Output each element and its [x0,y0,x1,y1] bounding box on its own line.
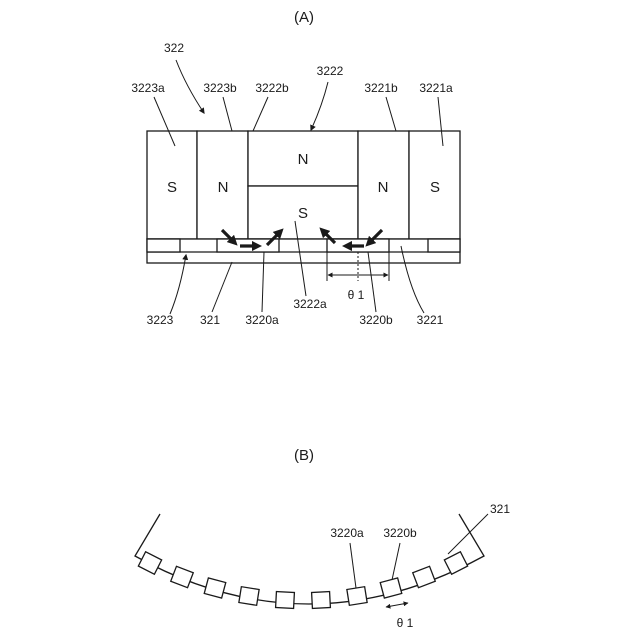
label-3220a-b: 3220a [330,526,364,540]
figure-b: (B) 321 3220a 3220b θ 1 [135,447,510,630]
label-3220b: 3220b [359,313,393,327]
arc-slot [171,566,194,587]
leader-3223 [170,255,186,314]
arc-body-outline [135,514,484,604]
label-321: 321 [200,313,220,327]
label-3220a: 3220a [245,313,279,327]
label-3222b: 3222b [255,81,289,95]
leader-3222b [253,97,268,131]
label-3223a: 3223a [131,81,165,95]
figure-b-title: (B) [294,447,314,464]
label-3221: 3221 [417,313,444,327]
leader-3222 [311,82,328,130]
arc-slot [204,578,226,598]
theta-label-a: θ 1 [348,288,365,302]
arc-slot [239,587,259,606]
back-plate [147,239,460,263]
arc-slot [312,592,331,609]
pole-3222b: N [298,151,309,168]
theta-label-b: θ 1 [397,616,414,630]
label-321-b: 321 [490,502,510,516]
slot-right-end [428,239,460,252]
figure-a-title: (A) [294,9,314,26]
leader-322 [176,60,204,113]
theta-dimension-b [386,603,408,607]
leader-321-b [448,514,488,554]
leader-3223b [223,97,232,131]
pole-3221b: N [378,179,389,196]
leader-3221b [386,97,396,131]
pole-3223b: N [218,179,229,196]
arc-slot [138,552,161,574]
label-3223b: 3223b [203,81,237,95]
label-3223: 3223 [147,313,174,327]
leader-321 [212,262,232,312]
pole-3223a: S [167,179,177,196]
leader-3220b-b [392,543,400,580]
arc-slots [138,552,467,609]
slot-left-end [147,239,180,252]
arc-slot [413,566,436,587]
arc-slot-3220b [380,578,402,598]
label-3220b-b: 3220b [383,526,417,540]
label-3222a: 3222a [293,297,327,311]
pole-3222a: S [298,205,308,222]
leader-3220a-b [350,543,356,588]
figure-a: (A) S N N S N S θ 1 [131,9,460,327]
label-3221b: 3221b [364,81,398,95]
arc-slot-3220a [347,587,367,606]
label-322: 322 [164,41,184,55]
label-3222: 3222 [317,64,344,78]
arc-slot [276,592,295,609]
arc-slot [444,552,467,574]
pole-3221a: S [430,179,440,196]
label-3221a: 3221a [419,81,453,95]
